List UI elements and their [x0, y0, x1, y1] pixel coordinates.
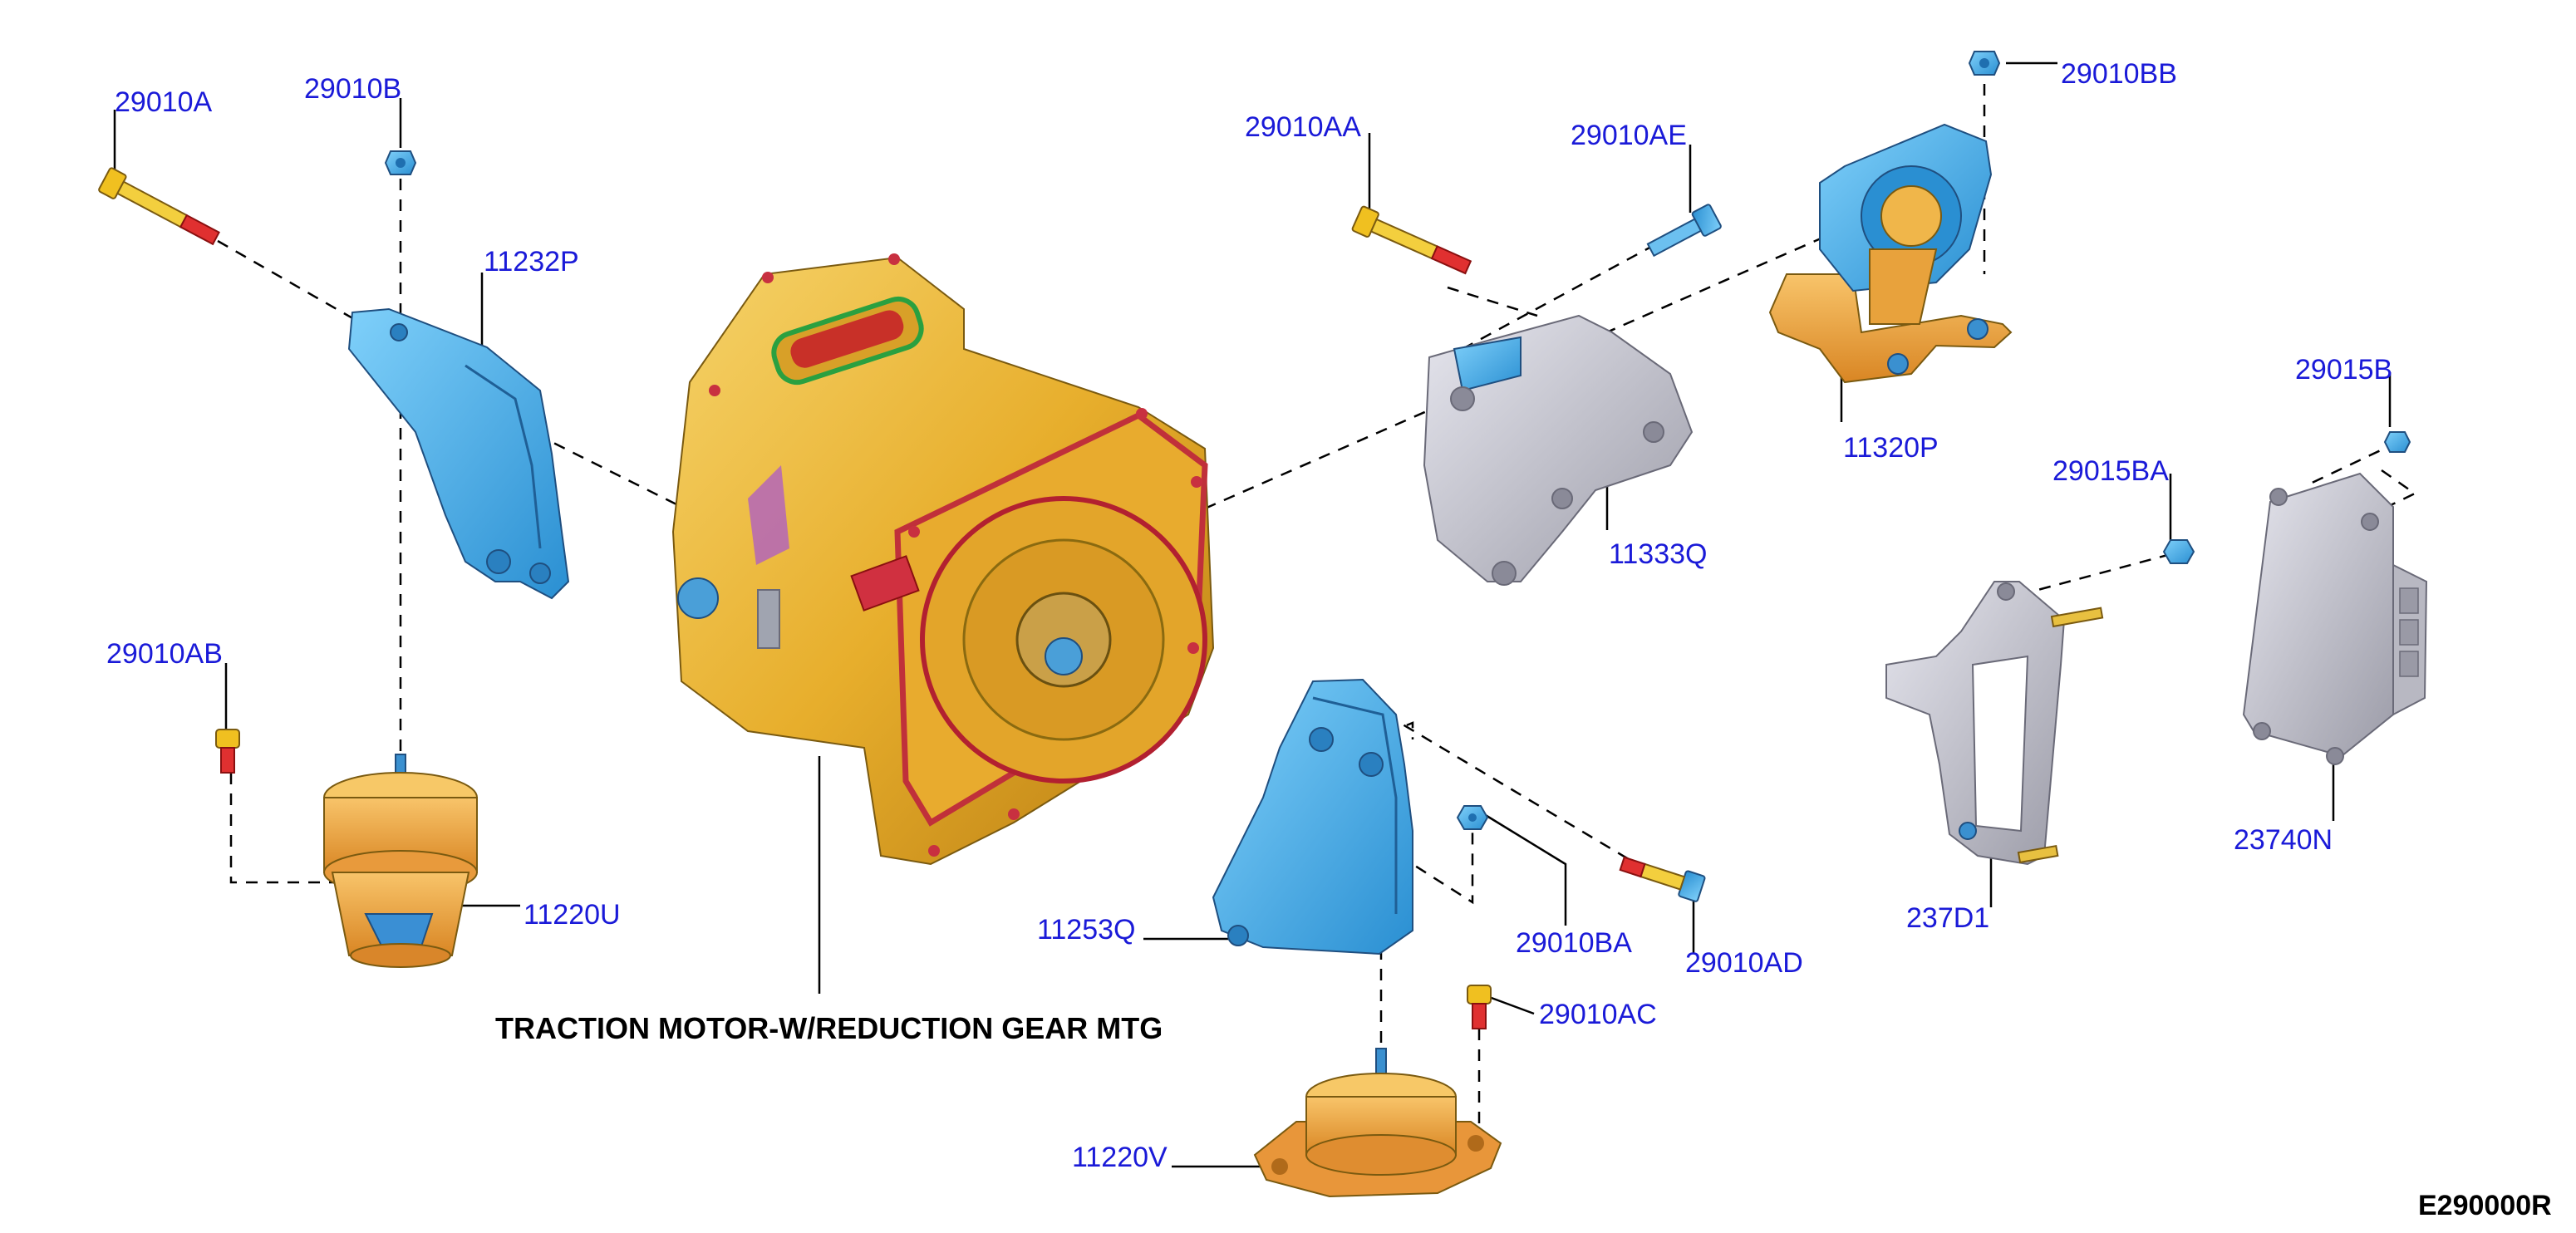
- nut-icon: [1456, 805, 1489, 830]
- bolt-icon: [1619, 856, 1706, 902]
- mounting-bracket-icon: [1885, 581, 2104, 866]
- bolt-29010aa[interactable]: [1351, 205, 1473, 280]
- bolt-29010ae[interactable]: [1644, 204, 1722, 262]
- label-29010a[interactable]: 29010A: [115, 86, 213, 118]
- label-237d1[interactable]: 237D1: [1906, 902, 1989, 934]
- traction-motor-icon: [671, 253, 1215, 866]
- bolt-icon: [1646, 204, 1722, 258]
- label-29010b[interactable]: 29010B: [304, 73, 401, 105]
- label-11220v[interactable]: 11220V: [1072, 1142, 1168, 1173]
- traction-motor[interactable]: [671, 253, 1215, 866]
- mounting-bracket-icon: [1423, 314, 1694, 586]
- figure-code: E290000R: [2418, 1190, 2552, 1221]
- bracket-237d1[interactable]: [1885, 581, 2104, 866]
- insulator-11220v[interactable]: [1253, 1048, 1502, 1198]
- bolt-29010ad[interactable]: [1618, 851, 1706, 902]
- nut-29015b[interactable]: [2383, 431, 2411, 453]
- label-29010aa[interactable]: 29010AA: [1245, 111, 1361, 143]
- nut-icon: [2383, 431, 2411, 453]
- bracket-11333q[interactable]: [1423, 314, 1694, 586]
- label-29010ad[interactable]: 29010AD: [1685, 947, 1803, 979]
- bolt-29010ab[interactable]: [215, 729, 240, 774]
- bolt-29010ac[interactable]: [1467, 985, 1492, 1029]
- label-29010ba[interactable]: 29010BA: [1516, 927, 1632, 959]
- label-29015b[interactable]: 29015B: [2295, 354, 2392, 386]
- label-29010ae[interactable]: 29010AE: [1571, 120, 1687, 151]
- bracket-11232p[interactable]: [347, 307, 570, 600]
- engine-mount-insulator-icon: [323, 754, 478, 968]
- module-23740n[interactable]: [2242, 472, 2428, 765]
- nut-icon: [384, 150, 417, 175]
- label-29010bb[interactable]: 29010BB: [2061, 58, 2177, 90]
- label-29015ba[interactable]: 29015BA: [2052, 455, 2169, 487]
- nut-29010ba[interactable]: [1456, 805, 1489, 830]
- nut-icon: [2162, 539, 2195, 564]
- label-29010ab[interactable]: 29010AB: [106, 638, 223, 670]
- nut-29010b[interactable]: [384, 150, 417, 175]
- label-29010ac[interactable]: 29010AC: [1539, 999, 1657, 1030]
- bracket-11253q[interactable]: [1212, 678, 1413, 955]
- label-11220u[interactable]: 11220U: [524, 899, 621, 931]
- leader-lines: [113, 61, 2392, 1168]
- part-labels: 29010A 29010B 11232P 29010AB 11220U 2901…: [106, 58, 2392, 1173]
- nut-29015ba[interactable]: [2162, 539, 2195, 564]
- label-11253q[interactable]: 11253Q: [1037, 914, 1135, 946]
- label-11232p[interactable]: 11232P: [484, 246, 579, 278]
- mounting-bracket-icon: [347, 307, 570, 600]
- bolt-icon: [215, 729, 240, 774]
- insulator-11220u[interactable]: [323, 754, 478, 968]
- control-module-icon: [2242, 472, 2428, 765]
- engine-mount-insulator-icon: [1768, 123, 2013, 384]
- engine-mount-insulator-icon: [1253, 1048, 1502, 1198]
- label-23740n[interactable]: 23740N: [2234, 824, 2333, 856]
- nut-29010bb[interactable]: [1968, 51, 2001, 76]
- label-11333q[interactable]: 11333Q: [1609, 538, 1707, 570]
- assembly-lines: [217, 63, 2417, 1140]
- bolt-29010a[interactable]: [98, 167, 222, 250]
- bolt-icon: [98, 167, 220, 246]
- mounting-bracket-icon: [1212, 678, 1413, 955]
- nut-icon: [1968, 51, 2001, 76]
- bolt-icon: [1467, 985, 1492, 1029]
- bolt-icon: [1351, 205, 1472, 275]
- mount-11320p[interactable]: [1768, 123, 2013, 384]
- label-11320p[interactable]: 11320P: [1843, 432, 1939, 464]
- diagram-title: TRACTION MOTOR-W/REDUCTION GEAR MTG: [495, 1011, 1163, 1045]
